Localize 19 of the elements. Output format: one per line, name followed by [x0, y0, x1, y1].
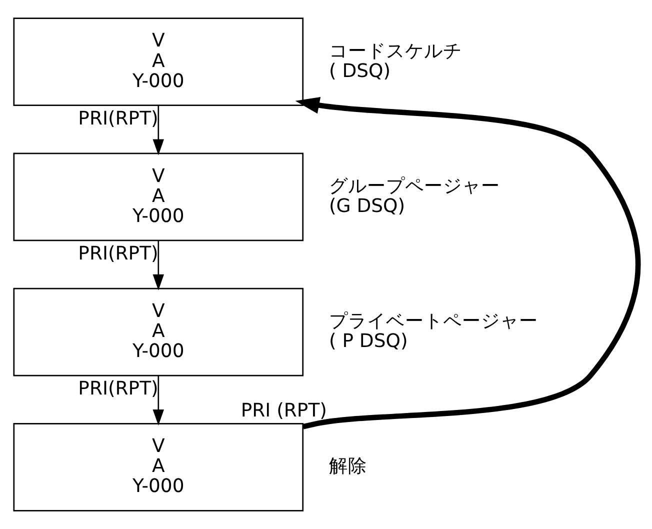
node-box: V A Y-000	[13, 152, 304, 242]
arrow	[152, 105, 164, 156]
node-label: プライベートページャー	[328, 310, 538, 332]
node-label: 解除	[328, 456, 367, 478]
node-box: V A Y-000	[13, 423, 304, 512]
node-label: ( P DSQ)	[328, 331, 408, 352]
node-label: (G DSQ)	[328, 196, 406, 217]
edge-label: PRI(RPT)	[78, 108, 158, 130]
node-label: コードスケルチ	[328, 40, 462, 62]
edge-label: PRI (RPT)	[240, 400, 327, 422]
arrow	[152, 376, 164, 426]
node-label: グループページャー	[328, 176, 500, 197]
node-box: V A Y-000	[13, 288, 304, 376]
arrow	[152, 240, 164, 290]
node-box: V A Y-000	[13, 18, 304, 106]
edge-label: PRI(RPT)	[78, 378, 158, 400]
arrow	[295, 97, 641, 430]
node-label: ( DSQ)	[328, 60, 391, 82]
edge-label: PRI(RPT)	[78, 243, 158, 264]
